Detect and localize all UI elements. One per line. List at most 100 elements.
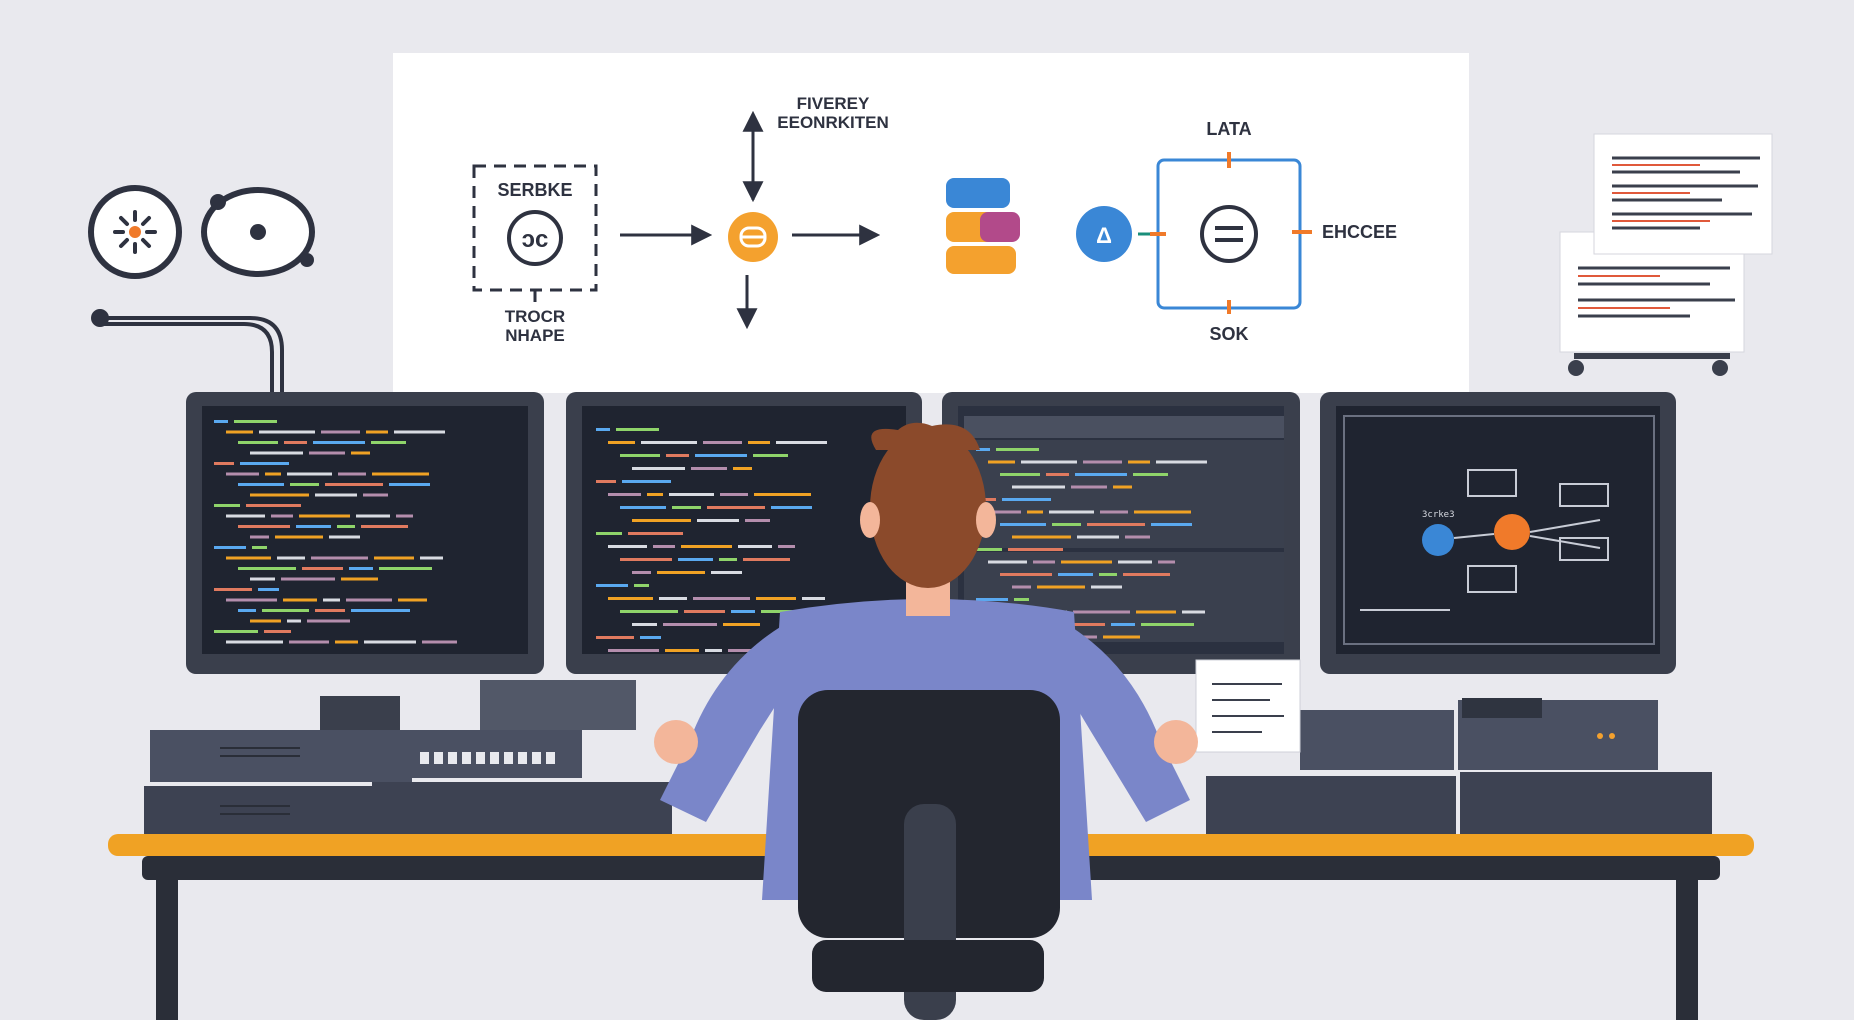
code-line: [214, 420, 228, 423]
code-line: [422, 640, 457, 644]
code-line: [988, 460, 1015, 464]
code-line: [754, 493, 811, 496]
code-line: [608, 545, 647, 548]
code-line: [374, 556, 414, 560]
code-line: [315, 493, 357, 497]
code-line: [277, 556, 305, 560]
code-line: [226, 430, 253, 434]
code-monitor-1: [214, 420, 457, 644]
code-line: [1182, 610, 1205, 614]
code-line: [307, 619, 350, 623]
code-line: [1100, 510, 1128, 514]
code-line: [596, 532, 622, 535]
code-line: [756, 597, 796, 600]
code-line: [707, 506, 765, 509]
code-line: [214, 588, 252, 591]
code-line: [250, 535, 269, 539]
code-line: [711, 571, 742, 574]
code-line: [283, 598, 317, 602]
code-line: [238, 567, 296, 570]
code-line: [632, 623, 657, 626]
code-line: [622, 480, 671, 483]
code-line: [776, 441, 827, 444]
code-line: [264, 630, 291, 633]
code-line: [678, 558, 713, 561]
code-line: [1046, 473, 1069, 476]
flow-blue-node: [1422, 524, 1454, 556]
code-line: [389, 483, 430, 486]
code-line: [296, 525, 331, 528]
code-line: [1128, 460, 1150, 464]
monitor-1-screen: [202, 406, 528, 654]
code-line: [250, 451, 303, 455]
code-line: [976, 548, 1002, 551]
code-line: [1083, 460, 1122, 464]
code-line: [321, 430, 360, 434]
code-line: [697, 519, 739, 522]
code-line: [695, 454, 747, 457]
code-line: [988, 560, 1027, 564]
code-line: [351, 451, 370, 455]
server-equipment: [144, 680, 1712, 842]
code-line: [1012, 535, 1071, 539]
code-line: [1087, 523, 1145, 526]
code-line: [1077, 535, 1119, 539]
code-line: [1133, 473, 1168, 476]
right-side-label: EHCCEE: [1322, 222, 1397, 242]
code-line: [693, 597, 750, 600]
document-stack: [1559, 133, 1773, 376]
code-line: [349, 567, 373, 570]
code-line: [238, 609, 256, 612]
node-icon: [507, 210, 563, 266]
code-line: [731, 610, 755, 613]
code-line: [681, 545, 732, 548]
bottom-label-2: NHAPE: [505, 326, 565, 345]
code-line: [1014, 598, 1029, 601]
code-line: [1103, 635, 1140, 639]
code-line: [271, 514, 293, 518]
code-line: [302, 567, 343, 570]
code-line: [1113, 485, 1132, 489]
code-line: [1141, 623, 1194, 626]
code-line: [1125, 535, 1150, 539]
code-line: [259, 430, 315, 434]
code-line: [632, 519, 691, 522]
code-line: [733, 467, 752, 470]
code-line: [596, 480, 616, 483]
paper-note: [1195, 659, 1301, 753]
code-line: [363, 493, 388, 497]
database-icon: [946, 178, 1020, 274]
code-line: [214, 462, 234, 465]
code-line: [608, 597, 653, 600]
code-line: [996, 448, 1039, 451]
code-line: [250, 619, 281, 623]
code-line: [719, 558, 737, 561]
code-line: [238, 525, 290, 528]
code-line: [672, 506, 701, 509]
terminal-pane-top: [964, 440, 1284, 548]
code-line: [1058, 573, 1093, 576]
code-line: [720, 493, 748, 496]
code-line: [641, 441, 697, 444]
code-line: [351, 609, 410, 612]
code-line: [632, 571, 651, 574]
monitor-row: 3crke3: [186, 392, 1676, 674]
code-line: [1111, 623, 1135, 626]
code-line: [665, 649, 699, 652]
code-line: [323, 598, 340, 602]
code-line: [663, 623, 717, 626]
code-line: [1158, 560, 1175, 564]
code-line: [240, 462, 289, 465]
code-line: [1064, 623, 1105, 626]
top-label-1: FIVEREY: [797, 94, 870, 113]
code-line: [329, 535, 360, 539]
flow-orange-node: [1494, 514, 1530, 550]
code-line: [226, 556, 271, 560]
code-line: [640, 636, 661, 639]
code-line: [596, 584, 628, 587]
code-line: [1000, 573, 1052, 576]
code-line: [659, 597, 687, 600]
chair: [798, 690, 1060, 1020]
code-line: [1008, 548, 1063, 551]
code-line: [238, 483, 284, 486]
